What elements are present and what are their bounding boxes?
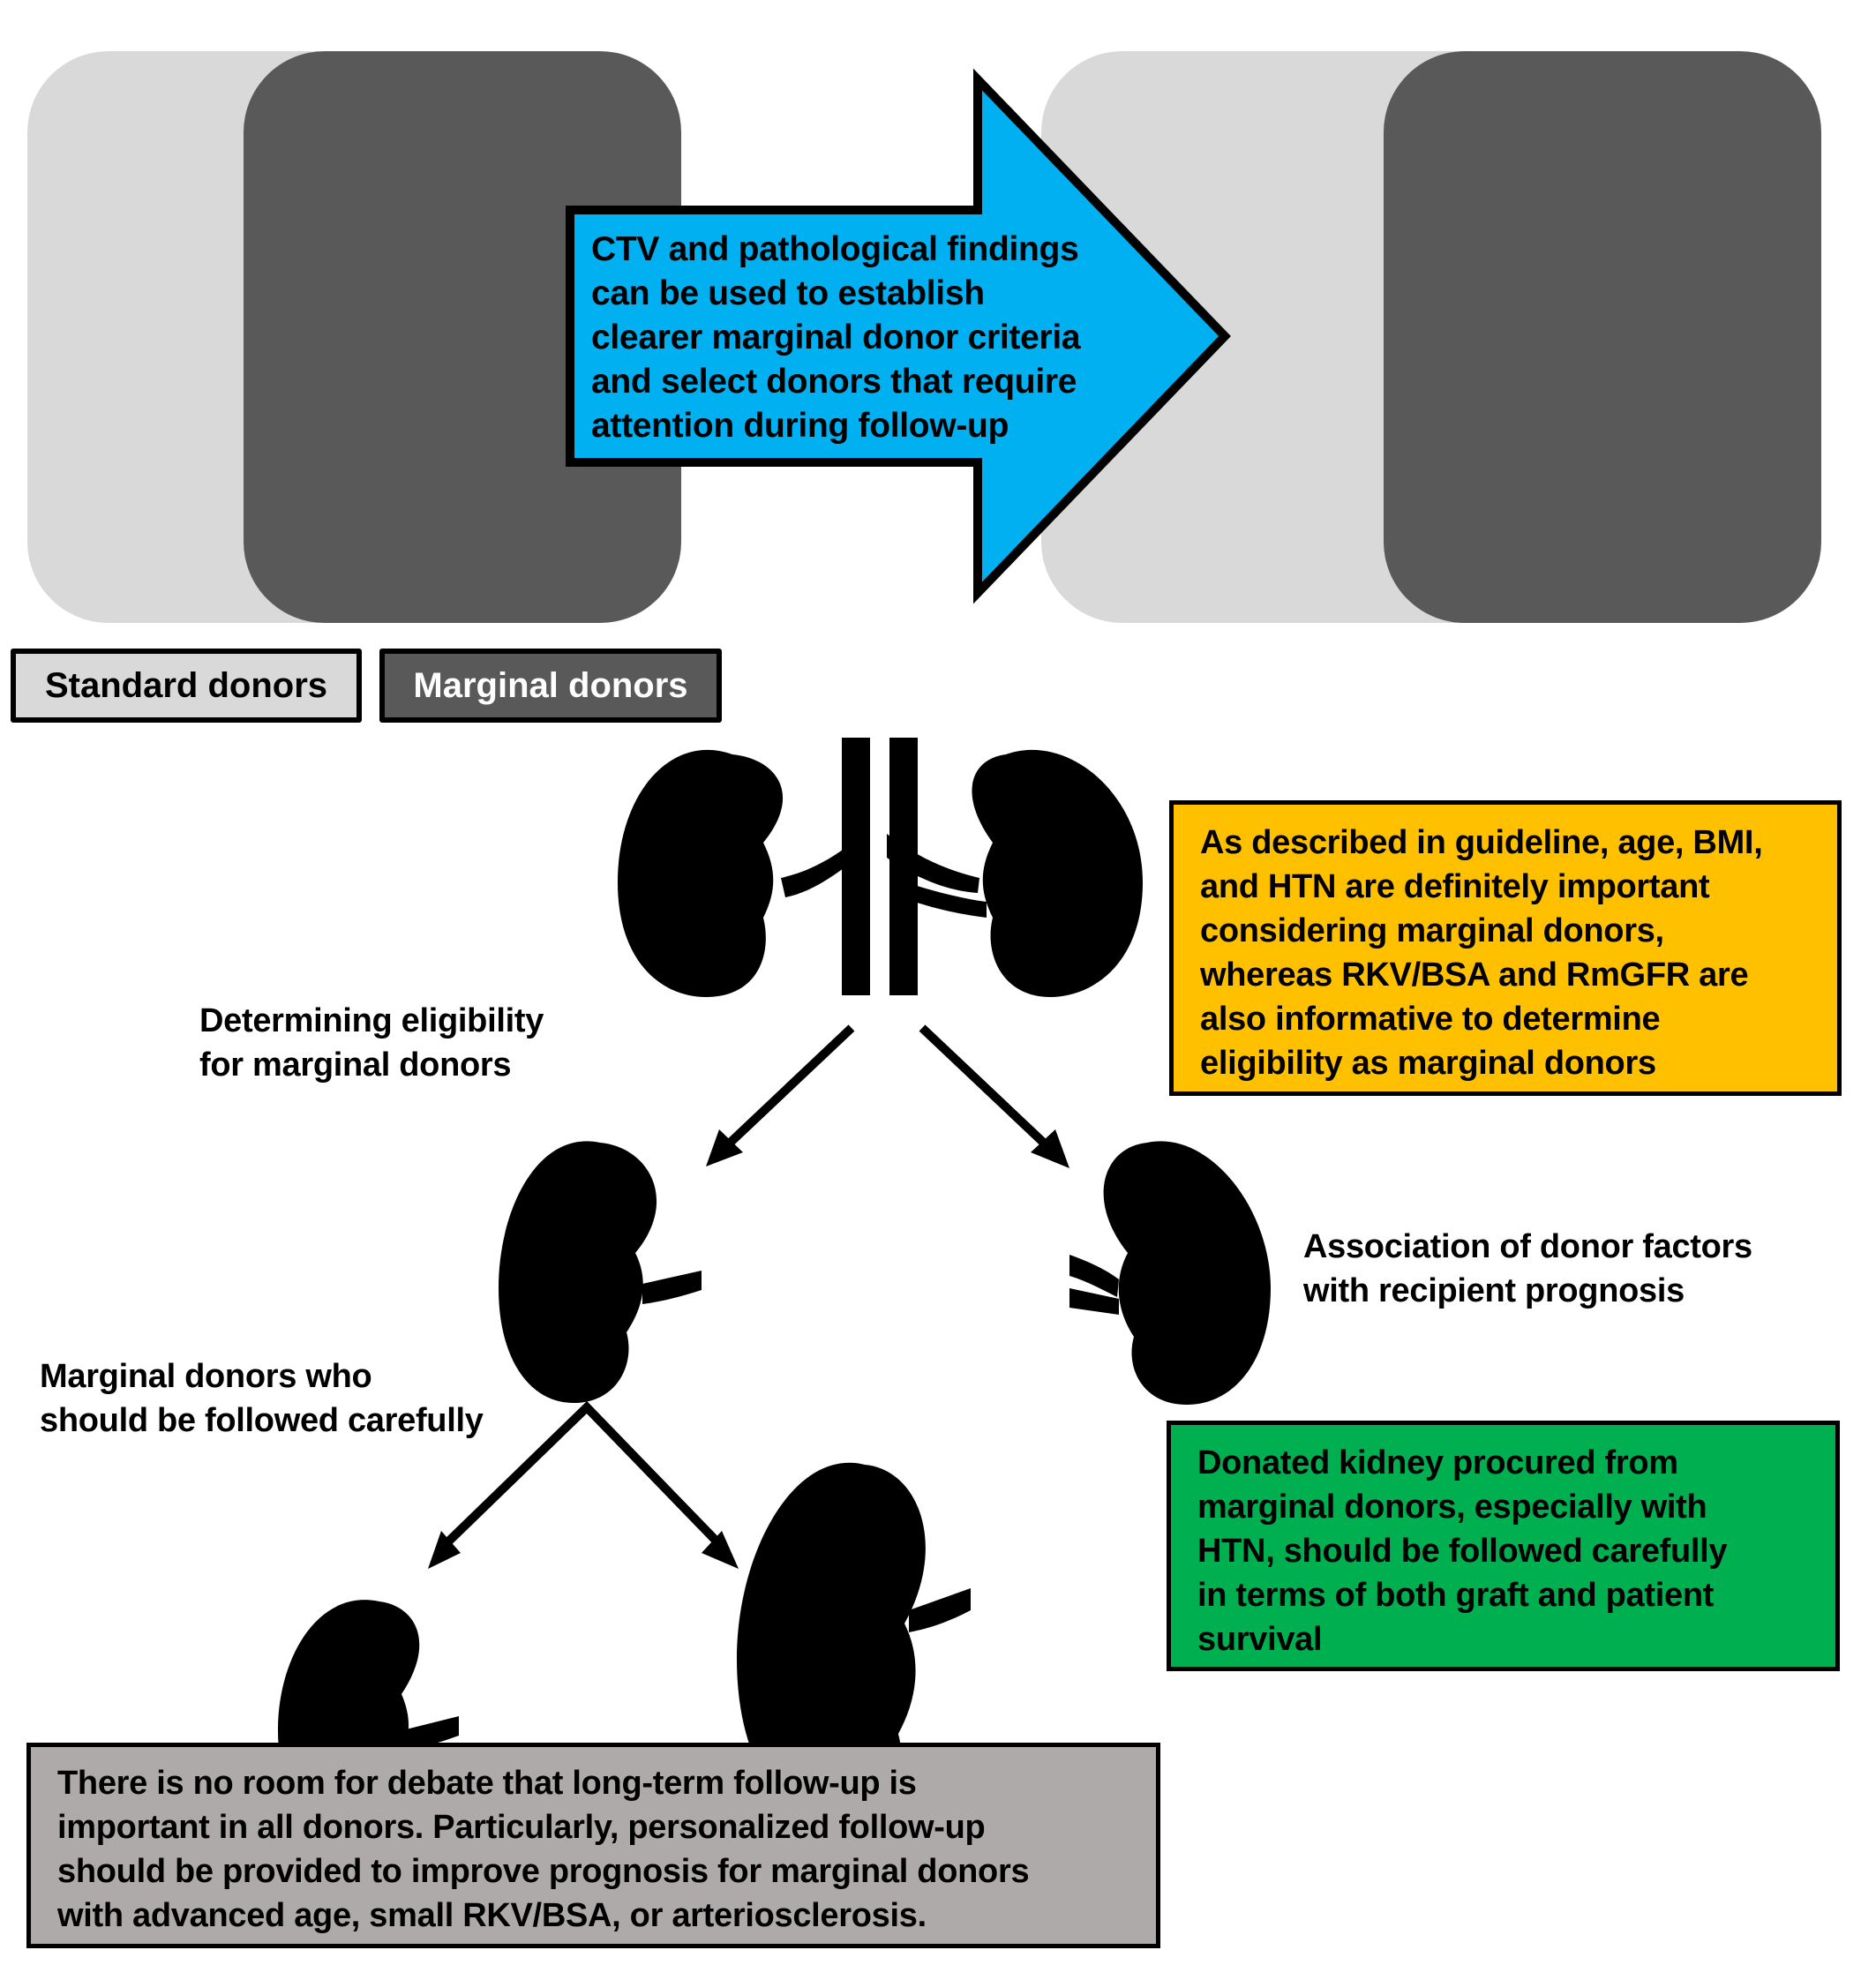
arrow-line: attention during follow-up [591, 407, 1009, 445]
arrow-line: clearer marginal donor criteria [591, 319, 1081, 356]
criteria-arrow [566, 68, 1231, 604]
legend-marginal-donors: Marginal donors [379, 649, 722, 723]
arrowhead [428, 1531, 461, 1569]
legend-standard-donors: Standard donors [11, 649, 362, 723]
eligibility-label: Determining eligibility for marginal don… [199, 999, 641, 1087]
box-line: also informative to determine [1200, 1001, 1661, 1038]
right-renal-vessel-2 [889, 878, 987, 918]
criteria-arrow-text: CTV and pathological findings can be use… [591, 228, 1156, 448]
label-line: for marginal donors [199, 1046, 512, 1084]
legend-marginal-label: Marginal donors [413, 665, 688, 705]
label-line: Determining eligibility [199, 1002, 544, 1039]
label-line: Association of donor factors [1303, 1228, 1752, 1265]
box-line: HTN, should be followed carefully [1197, 1533, 1728, 1570]
box-line: As described in guideline, age, BMI, [1200, 824, 1763, 861]
arrow-line: CTV and pathological findings [591, 230, 1079, 268]
followup-box: There is no room for debate that long-te… [26, 1743, 1160, 1948]
kidney-large-icon [737, 1462, 971, 1822]
box-line: marginal donors, especially with [1197, 1489, 1707, 1526]
association-label: Association of donor factors with recipi… [1303, 1225, 1868, 1313]
branch-arrows-bottom [428, 1400, 739, 1569]
box-line: important in all donors. Particularly, p… [57, 1809, 986, 1846]
aorta [842, 738, 870, 995]
legend-standard-label: Standard donors [44, 665, 328, 705]
kidney-left [618, 749, 784, 997]
prognosis-box: Donated kidney procured from marginal do… [1167, 1421, 1840, 1671]
box-line: should be provided to improve prognosis … [57, 1853, 1030, 1890]
arrowhead [1031, 1129, 1069, 1168]
eligibility-box: As described in guideline, age, BMI, and… [1169, 800, 1842, 1096]
box-line: with advanced age, small RKV/BSA, or art… [57, 1897, 927, 1934]
box-line: considering marginal donors, [1200, 912, 1664, 949]
kidney-marginal-icon [499, 1141, 702, 1403]
followed-carefully-label: Marginal donors who should be followed c… [40, 1354, 569, 1443]
box-line: survival [1197, 1621, 1323, 1658]
right-renal-vessel [887, 834, 979, 893]
box-line: in terms of both graft and patient [1197, 1577, 1715, 1614]
arrow-line: can be used to establish [591, 274, 985, 312]
branch-arrows-top [706, 1024, 1069, 1168]
arrowhead [706, 1129, 743, 1166]
left-renal-vessel [781, 829, 869, 897]
arrowhead [702, 1531, 739, 1569]
kidney-pair-icon [618, 738, 1143, 997]
label-line: Marginal donors who [40, 1358, 372, 1395]
marginal-pool-right [1384, 51, 1821, 623]
box-line: and HTN are definitely important [1200, 868, 1710, 905]
arrow-line: and select donors that require [591, 363, 1077, 401]
label-line: with recipient prognosis [1303, 1272, 1685, 1309]
kidney-recipient-icon [1069, 1141, 1271, 1405]
box-line: Donated kidney procured from [1197, 1444, 1678, 1481]
box-line: There is no room for debate that long-te… [57, 1765, 917, 1802]
box-line: whereas RKV/BSA and RmGFR are [1200, 956, 1749, 994]
kidney-right [972, 749, 1143, 997]
box-line: eligibility as marginal donors [1200, 1045, 1656, 1082]
label-line: should be followed carefully [40, 1402, 484, 1439]
